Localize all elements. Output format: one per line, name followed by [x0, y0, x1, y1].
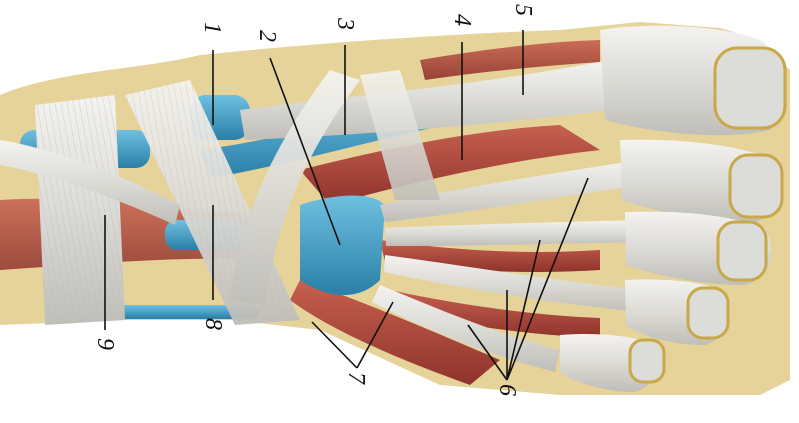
figure-labels: 1 2 3 4 5 6 7 8 9 [92, 4, 536, 396]
leader-lines [104, 30, 589, 381]
leader-2 [269, 57, 341, 246]
label-2: 2 [254, 30, 280, 42]
label-9: 9 [92, 338, 118, 350]
label-6: 6 [494, 384, 520, 396]
toes [560, 25, 787, 392]
label-7: 7 [343, 372, 369, 385]
leader-7b [356, 301, 394, 369]
label-3: 3 [332, 17, 358, 30]
label-5: 5 [510, 4, 536, 16]
label-8: 8 [200, 318, 226, 330]
leader-6c [506, 239, 541, 381]
label-1: 1 [199, 22, 225, 34]
label-4: 4 [449, 14, 475, 26]
extensor-tendons [240, 60, 640, 372]
leader-6d [506, 177, 589, 381]
leader-7a [311, 321, 358, 369]
retinaculum-bands [0, 70, 440, 325]
leader-6a [467, 324, 508, 381]
